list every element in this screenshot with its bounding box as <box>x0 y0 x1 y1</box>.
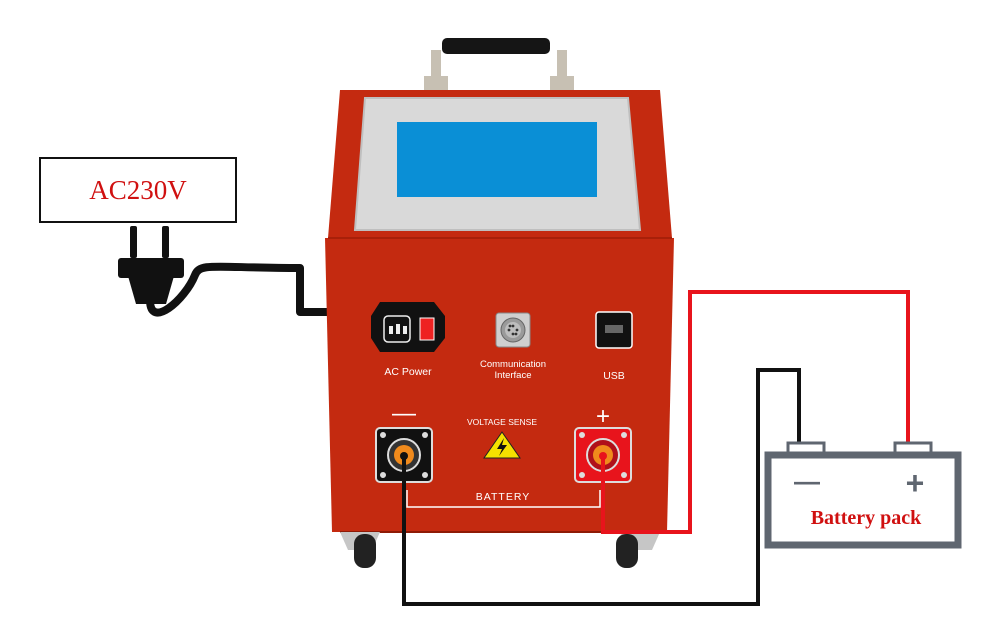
ac-plug-cable <box>118 226 380 317</box>
ac-source-label: AC230V <box>89 175 187 205</box>
plug-icon <box>118 226 184 304</box>
positive-wire <box>601 290 910 534</box>
ac-source-box <box>39 157 237 223</box>
connection-wires <box>400 290 910 606</box>
communication-label-line1: Communication <box>480 359 546 370</box>
usb-port: USB <box>595 311 633 382</box>
handle <box>424 38 574 90</box>
screen <box>397 122 597 197</box>
ac-source: AC230V <box>39 157 237 223</box>
negative-wire <box>402 368 801 606</box>
wheels <box>340 532 660 568</box>
voltage-sense: VOLTAGE SENSE <box>467 417 537 459</box>
voltage-sense-label: VOLTAGE SENSE <box>467 417 537 427</box>
communication-interface: Communication Interface <box>480 312 546 381</box>
battery-pack: — + Battery pack <box>764 441 962 549</box>
ac-power-socket: AC Power <box>371 302 445 378</box>
housing-body <box>325 238 674 532</box>
high-voltage-warning-icon <box>483 431 521 459</box>
display <box>353 97 642 231</box>
battery-pack-label: Battery pack <box>811 507 922 529</box>
battery-panel-label: BATTERY <box>476 491 530 503</box>
usb-label: USB <box>603 370 625 382</box>
battery-body <box>764 451 962 549</box>
ac-power-label: AC Power <box>384 366 432 378</box>
battery-positive-symbol: + <box>906 465 925 501</box>
device-negative-symbol: — <box>392 400 416 427</box>
battery-negative-symbol: — <box>794 466 820 496</box>
device-positive-symbol: + <box>596 403 610 430</box>
battery-bracket: BATTERY <box>406 490 601 508</box>
power-switch[interactable] <box>419 317 435 341</box>
communication-label-line2: Interface <box>495 370 532 381</box>
ac-cable <box>146 262 380 317</box>
